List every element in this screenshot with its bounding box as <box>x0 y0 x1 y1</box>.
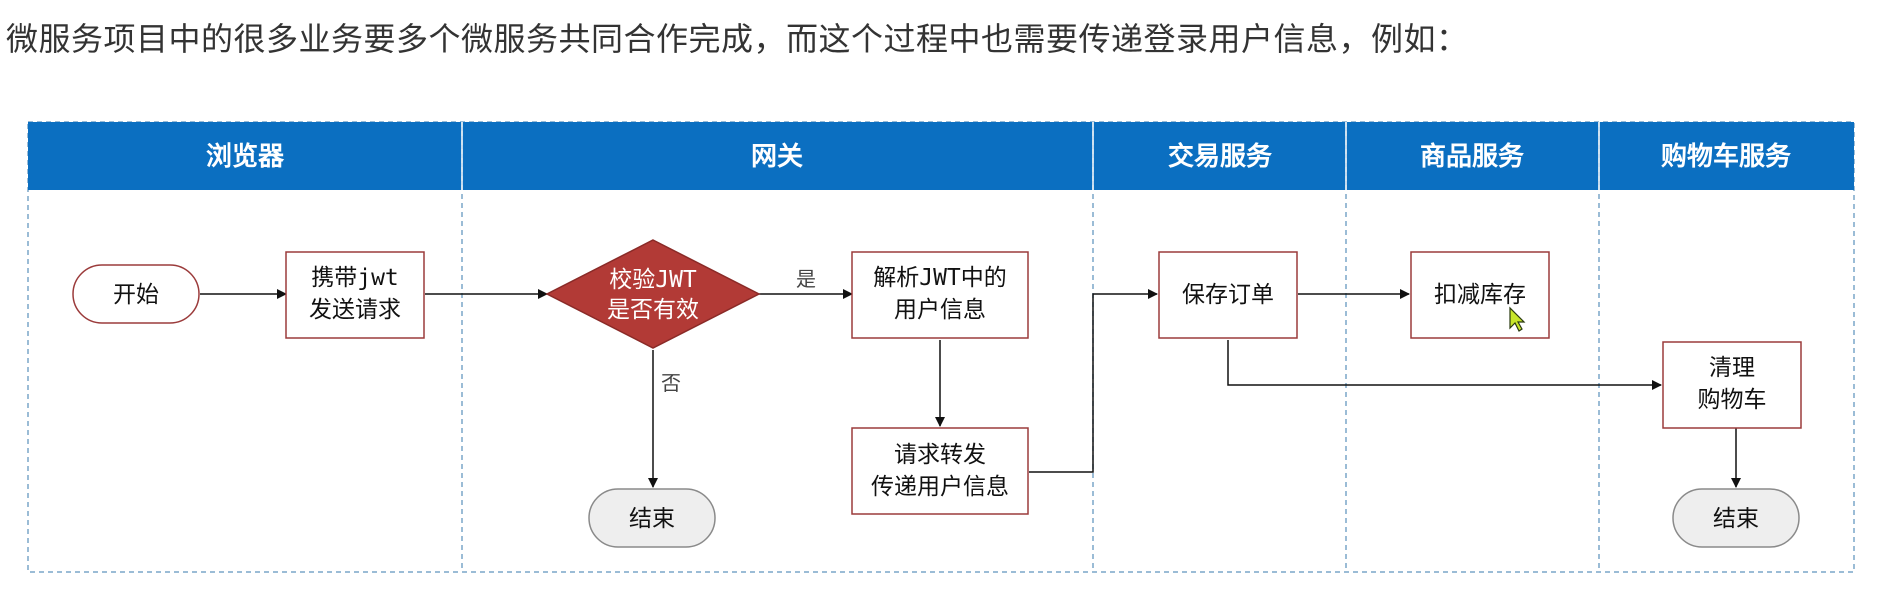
node-clear-cart-line1: 清理 <box>1709 355 1755 381</box>
header-separators <box>461 122 1600 190</box>
node-check-jwt-line1: 校验JWT <box>609 267 697 293</box>
edge-forward-to-save-order <box>1029 289 1158 473</box>
node-end-gateway-label: 结束 <box>629 506 675 532</box>
node-parse-line1-suffix: 中的 <box>961 265 1007 291</box>
edge-label-no: 否 <box>661 371 681 395</box>
node-check-line1-prefix: 校验 <box>609 267 655 293</box>
node-parse-jwt-line2: 用户信息 <box>894 297 986 323</box>
node-check-line1-code: JWT <box>655 267 697 293</box>
node-parse-line1-prefix: 解析 <box>873 265 919 291</box>
lane-title-item-service: 商品服务 <box>1420 141 1524 172</box>
node-start <box>72 264 200 324</box>
node-send-line1-code: jwt <box>357 265 399 291</box>
intro-text: 微服务项目中的很多业务要多个微服务共同合作完成，而这个过程中也需要传递登录用户信… <box>6 20 1469 58</box>
node-end-gateway <box>588 488 716 548</box>
node-check-jwt <box>545 239 761 349</box>
lane-title-cart-service: 购物车服务 <box>1661 141 1791 172</box>
node-end-cart <box>1672 488 1800 548</box>
node-send-request-line1: 携带jwt <box>311 265 399 291</box>
node-send-request <box>285 251 425 339</box>
node-forward-line2: 传递用户信息 <box>871 474 1009 500</box>
node-forward-request <box>851 427 1029 515</box>
edge-save-to-clear-cart <box>1227 340 1662 390</box>
lane-title-gateway: 网关 <box>751 142 803 172</box>
node-deduct-stock-label: 扣减库存 <box>1434 282 1526 308</box>
edges <box>200 289 1741 488</box>
node-clear-cart <box>1662 341 1802 429</box>
node-save-order <box>1158 251 1298 339</box>
node-parse-jwt-line1: 解析JWT中的 <box>873 265 1007 291</box>
node-send-line1-text: 携带 <box>311 265 357 291</box>
node-check-jwt-line2: 是否有效 <box>607 297 699 323</box>
node-parse-jwt <box>851 251 1029 339</box>
node-start-label: 开始 <box>113 282 159 308</box>
node-save-order-label: 保存订单 <box>1182 282 1274 308</box>
node-send-request-line2: 发送请求 <box>309 297 401 323</box>
lane-title-browser: 浏览器 <box>206 142 285 172</box>
mouse-cursor-icon <box>1509 306 1526 332</box>
edge-label-yes: 是 <box>796 267 816 291</box>
node-deduct-stock <box>1410 251 1550 339</box>
node-clear-cart-line2: 购物车 <box>1698 387 1767 413</box>
node-parse-line1-code: JWT <box>919 265 961 291</box>
lane-title-trade-service: 交易服务 <box>1168 141 1272 172</box>
lane-header-bar <box>28 122 1854 190</box>
node-end-cart-label: 结束 <box>1713 506 1759 532</box>
node-forward-line1: 请求转发 <box>894 442 986 468</box>
